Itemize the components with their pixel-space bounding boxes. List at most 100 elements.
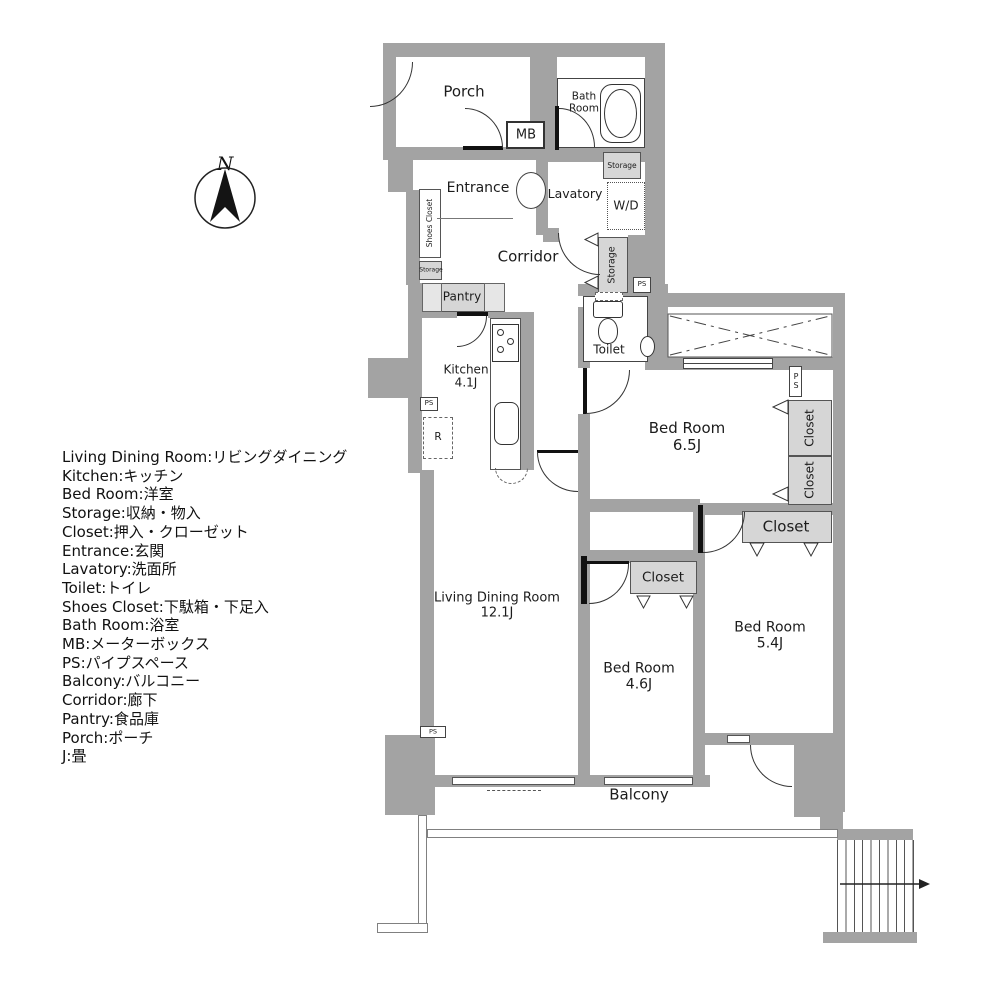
window: [604, 777, 693, 785]
bathtub-inner: [604, 89, 637, 138]
stairs-bottom-bar: [823, 932, 917, 943]
closet-label: Closet: [802, 409, 817, 447]
legend-item: Closet:押入・クローゼット: [62, 522, 249, 541]
closet-box-bed65-upper: [788, 400, 832, 456]
legend-item: Balcony:バルコニー: [62, 672, 201, 691]
closet-box-bed54: [742, 511, 832, 543]
wall-segment: [385, 735, 435, 815]
door-leaf: [555, 106, 559, 150]
wall-segment: [488, 312, 530, 318]
room-label-corridor: Corridor: [497, 247, 559, 266]
toilet-icon: [598, 318, 618, 344]
wall-segment: [543, 228, 559, 242]
legend-item: PS:パイプスペース: [62, 653, 189, 672]
closet-label: Closet: [641, 569, 685, 586]
triangle-marker: [771, 399, 789, 415]
hatched-void-area: [667, 313, 833, 358]
legend-item: Porch:ポーチ: [62, 728, 154, 747]
ps-label: PS: [637, 280, 647, 289]
closet-box-bed65-lower: [788, 456, 832, 505]
room-label-toilet: Toilet: [593, 342, 625, 357]
wd-label: W/D: [613, 198, 639, 213]
door-arc: [537, 452, 578, 492]
door-leaf: [583, 368, 587, 414]
wall-segment: [820, 812, 843, 832]
stove-burner: [497, 329, 504, 336]
window-midline: [683, 363, 773, 364]
door-arc: [703, 512, 745, 553]
door-leaf: [463, 146, 503, 150]
hand-basin-icon: [640, 336, 655, 357]
stove-burner: [497, 346, 504, 353]
window: [452, 777, 575, 785]
pantry-cell: [422, 283, 442, 312]
closet-label: Closet: [802, 461, 817, 499]
door-leaf: [457, 312, 488, 316]
legend-item: Shoes Closet:下駄箱・下足入: [62, 597, 269, 616]
wall-segment: [368, 358, 422, 398]
legend-item: Storage:収納・物入: [62, 504, 201, 523]
room-label-lavatory: Lavatory: [547, 186, 603, 201]
door-arc: [457, 316, 487, 347]
door-leaf: [698, 505, 703, 553]
wall-segment: [388, 147, 413, 192]
wall-segment: [383, 147, 545, 160]
wall-segment: [833, 293, 845, 812]
stove-icon: [492, 324, 519, 362]
door-arc: [589, 564, 629, 604]
closet-label: Closet: [762, 517, 810, 536]
wall-segment: [578, 550, 700, 563]
door-arc: [558, 233, 600, 275]
storage-box-left: [419, 261, 442, 280]
triangle-marker: [771, 486, 789, 502]
room-label-bath: Bath Room: [569, 90, 599, 114]
stairs-icon: [837, 840, 914, 932]
triangle-marker: [749, 542, 765, 558]
compass-circle: [194, 167, 256, 229]
wall-segment: [521, 312, 534, 470]
room-label-balcony: Balcony: [609, 785, 669, 804]
ps-box: [789, 366, 802, 397]
wall-segment: [698, 733, 843, 745]
arrow-head-icon: [919, 879, 930, 889]
washer-dryer-box: [607, 182, 645, 230]
legend-item: Pantry:食品庫: [62, 709, 159, 728]
legend-item: MB:メーターボックス: [62, 635, 210, 654]
stove-burner: [507, 338, 514, 345]
legend-item: Bed Room:洋室: [62, 485, 174, 504]
wall-segment: [406, 190, 420, 285]
refrigerator-box: [423, 417, 453, 459]
door-arc: [465, 108, 503, 148]
triangle-marker: [636, 595, 651, 610]
compass-north-label: N: [216, 153, 235, 175]
storage-label: Storage: [606, 246, 618, 284]
legend-item: Corridor:廊下: [62, 691, 158, 710]
refrigerator-label: R: [434, 431, 442, 444]
toilet-tank: [593, 301, 623, 318]
door-arc: [586, 370, 630, 414]
balcony-dash-marker: [487, 790, 541, 791]
legend-item: Entrance:玄関: [62, 541, 165, 560]
wall-segment: [583, 499, 700, 512]
balcony-rail: [427, 829, 838, 838]
room-label-mb: MB: [515, 127, 537, 143]
north-arrow-icon: [210, 169, 240, 222]
storage-label: Storage: [607, 160, 637, 170]
wall-segment: [422, 312, 457, 318]
legend-item: Living Dining Room:リビングダイニング: [62, 448, 348, 466]
toilet-shelf: [595, 292, 623, 301]
ps-box: [420, 726, 446, 738]
legend-item: Kitchen:キッチン: [62, 466, 184, 485]
ps-box: [633, 277, 651, 293]
triangle-marker: [803, 542, 819, 558]
mb-box: [506, 121, 545, 149]
legend-item: Toilet:トイレ: [62, 578, 152, 597]
compass-icon: N: [194, 153, 256, 229]
window: [727, 735, 750, 743]
door-arc: [750, 745, 792, 787]
legend-item: J:畳: [62, 747, 87, 766]
